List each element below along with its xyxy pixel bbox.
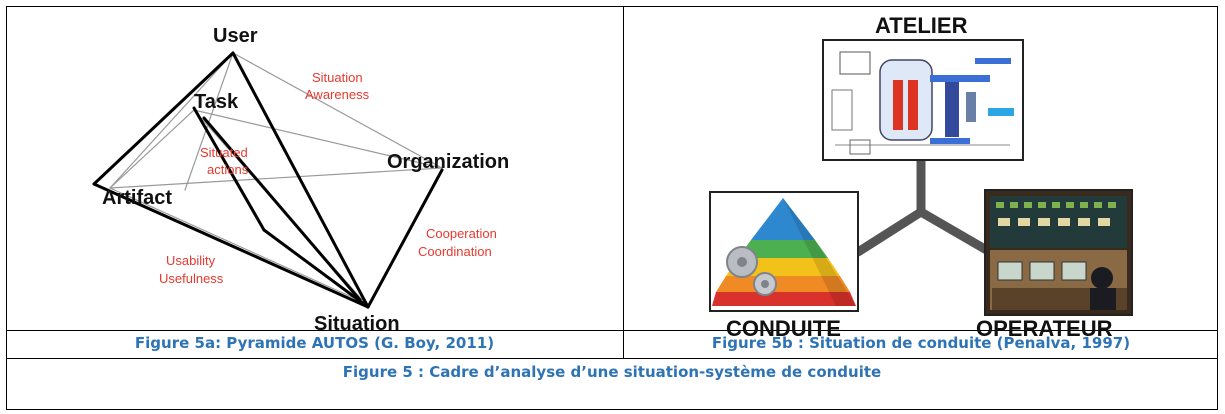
label-usefulness: Usefulness xyxy=(159,271,224,286)
label-usability: Usability xyxy=(166,253,216,268)
control-room-image xyxy=(984,189,1133,316)
label-atelier: ATELIER xyxy=(875,13,968,38)
node-artifact: Artifact xyxy=(102,187,172,209)
label-situated-actions-2: actions xyxy=(207,162,249,177)
label-situated-actions-1: Situated xyxy=(200,145,248,160)
y-connector xyxy=(853,155,995,257)
label-coordination: Coordination xyxy=(418,244,492,259)
panel-indicators xyxy=(998,218,1110,226)
panel-lights xyxy=(996,202,1116,208)
caption-figure-5b: Figure 5b : Situation de conduite (Penal… xyxy=(711,334,1131,352)
autos-pyramid: User Task Organization Artifact Situatio… xyxy=(92,25,509,335)
label-operateur: OPERATEUR xyxy=(976,316,1113,341)
label-cooperation: Cooperation xyxy=(426,226,497,241)
column-divider xyxy=(623,6,624,358)
row-divider xyxy=(6,330,1218,331)
figure-table xyxy=(6,6,1218,410)
node-user: User xyxy=(213,25,258,47)
node-situation: Situation xyxy=(314,313,400,335)
caption-figure-5: Figure 5 : Cadre d’analyse d’une situati… xyxy=(342,363,882,381)
pyramid-gears-image xyxy=(709,191,859,312)
node-organization: Organization xyxy=(387,151,509,173)
label-situation-awareness-1: Situation xyxy=(312,70,363,85)
thick-edges xyxy=(92,51,444,309)
header-rule xyxy=(1168,6,1198,7)
node-task: Task xyxy=(194,91,239,113)
plant-schematic-image xyxy=(822,39,1024,161)
conduite-diagram: ATELIER CONDUITE OPERATEUR xyxy=(709,13,1133,341)
row-divider-2 xyxy=(6,358,1218,359)
label-situation-awareness-2: Awareness xyxy=(305,87,370,102)
label-conduite: CONDUITE xyxy=(726,316,841,341)
caption-figure-5a: Figure 5a: Pyramide AUTOS (G. Boy, 2011) xyxy=(134,334,495,352)
